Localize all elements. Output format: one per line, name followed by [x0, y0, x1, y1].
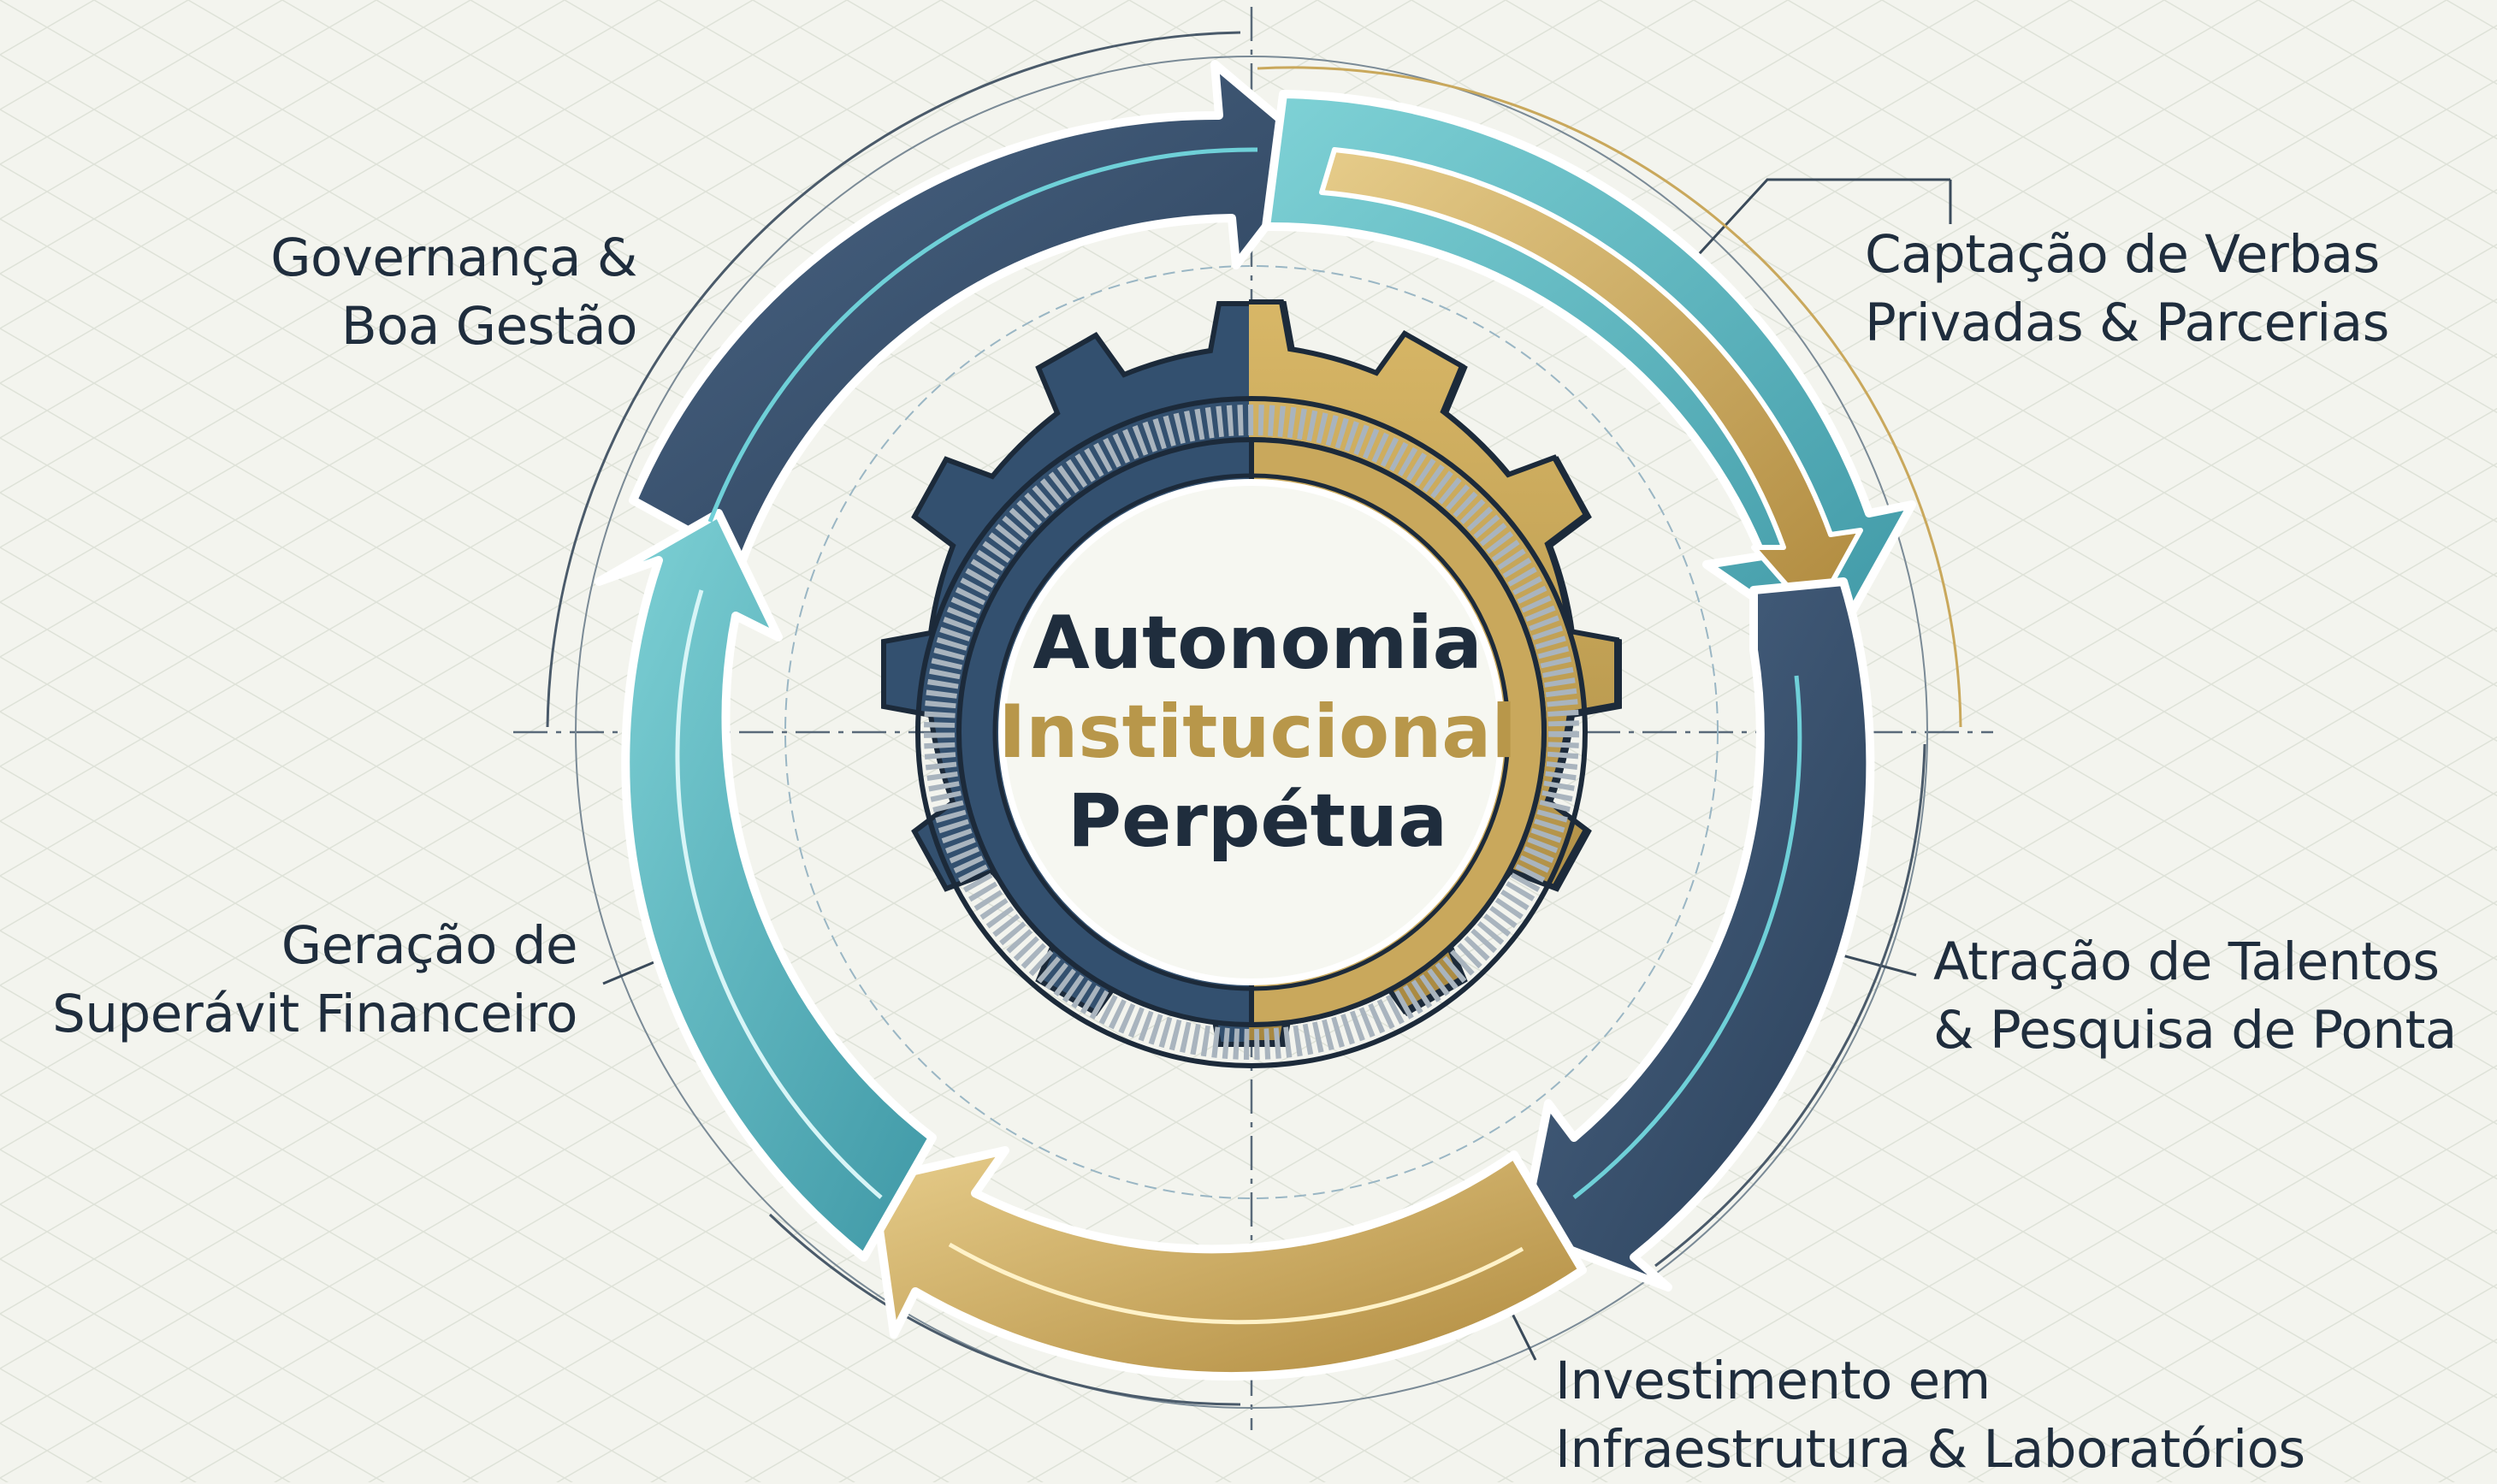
arrow-captacao [1262, 90, 1916, 654]
label-governanca-line2: Boa Gestão [340, 296, 638, 357]
label-captacao: Captação de Verbas Privadas & Parcerias [1865, 221, 2389, 358]
arrow-atracao [1518, 577, 1875, 1292]
label-investimento: Investimento em Infraestrutura & Laborat… [1555, 1347, 2305, 1484]
cycle-arrows [595, 60, 1916, 1381]
center-title-line3: Perpétua [1067, 778, 1448, 864]
central-gear [881, 299, 1622, 1068]
arrow-highlights [675, 147, 1802, 1325]
label-investimento-line2: Infraestrutura & Laboratórios [1555, 1419, 2305, 1480]
center-title-line2: Institucional [998, 689, 1517, 775]
label-governanca: Governança & Boa Gestão [171, 224, 637, 361]
label-geracao-line1: Geração de [281, 915, 578, 976]
label-investimento-line1: Investimento em [1555, 1351, 1991, 1411]
label-atracao-line2: & Pesquisa de Ponta [1933, 1000, 2457, 1061]
center-title-line1: Autonomia [1033, 600, 1482, 686]
center-title: Autonomia Institucional Perpétua [941, 599, 1574, 866]
label-captacao-line2: Privadas & Parcerias [1865, 293, 2389, 353]
label-atracao: Atração de Talentos & Pesquisa de Ponta [1933, 928, 2457, 1065]
label-geracao: Geração de Superávit Financeiro [17, 912, 577, 1049]
arrow-governanca [629, 60, 1326, 565]
label-captacao-line1: Captação de Verbas [1865, 224, 2380, 285]
arrow-investimento [868, 1146, 1587, 1381]
label-atracao-line1: Atração de Talentos [1933, 931, 2440, 992]
label-geracao-line2: Superávit Financeiro [52, 984, 577, 1044]
label-governanca-line1: Governança & [270, 228, 637, 288]
outer-dimension-arrows [546, 31, 1962, 1406]
